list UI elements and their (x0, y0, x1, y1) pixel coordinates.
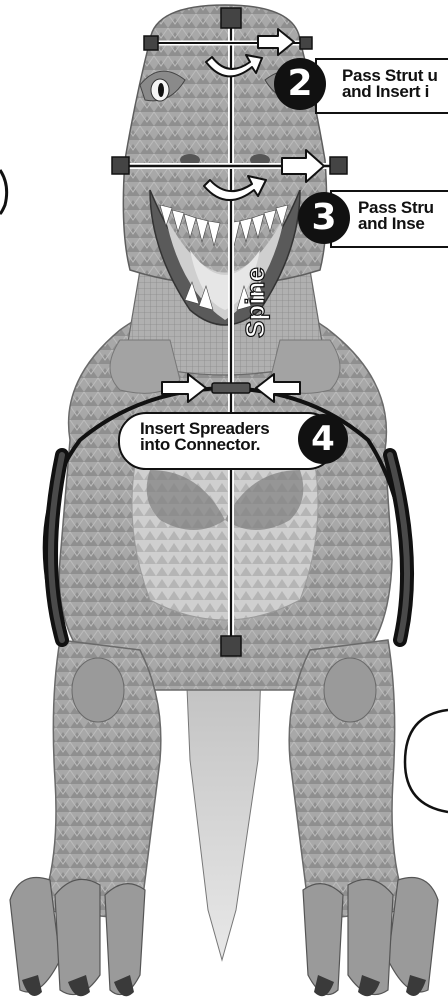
step-3-line2: and Inse (358, 216, 425, 232)
step-4-badge: 4 (298, 414, 348, 464)
step-2-line2: and Insert i (342, 84, 429, 100)
step-3-badge: 3 (298, 192, 350, 244)
step-4-line2: into Connector. (140, 437, 260, 453)
spine-label: Spine (240, 267, 271, 338)
step-2-badge: 2 (274, 58, 326, 110)
